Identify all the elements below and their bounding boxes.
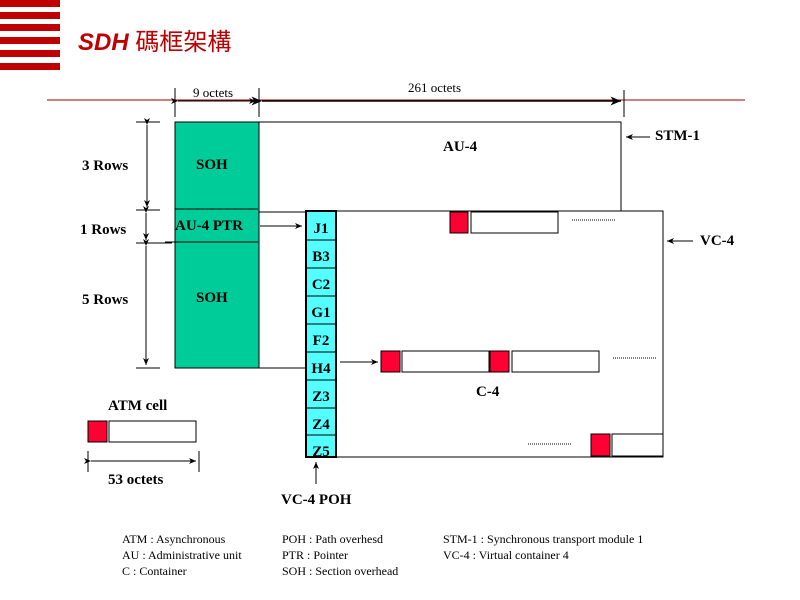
atm-cell-sample-header	[87, 420, 108, 443]
poh-byte-b3: B3	[312, 249, 330, 265]
page-title-zh: 碼框架構	[135, 29, 232, 56]
rows-bottom-label: 5 Rows	[82, 292, 129, 308]
page-title-en: SDH	[78, 29, 129, 56]
atm-cell-header	[489, 350, 510, 373]
atm-cell-header	[380, 350, 401, 373]
atm-cell-header	[449, 211, 469, 234]
legend-item: AU : Administrative unit	[122, 548, 242, 562]
legend-item: STM-1 : Synchronous transport module 1	[443, 532, 644, 546]
brand-stripe	[0, 24, 60, 31]
stm1-label: STM-1	[655, 128, 700, 144]
soh-column	[174, 121, 260, 369]
vc4-poh-label: VC-4 POH	[281, 492, 352, 508]
legend-item: VC-4 : Virtual container 4	[443, 548, 569, 562]
legend-column-2: POH : Path overhesd PTR : Pointer SOH : …	[282, 531, 398, 579]
atm-cell-label: ATM cell	[108, 398, 168, 414]
soh-width-label: 9 octets	[193, 85, 234, 100]
poh-byte-h4: H4	[311, 361, 331, 377]
brand-stripe	[0, 12, 60, 19]
poh-dividers	[306, 239, 336, 436]
au4-outline	[258, 121, 622, 213]
soh-bottom-label: SOH	[196, 290, 228, 306]
legend-item: C : Container	[122, 564, 187, 578]
rows-ptr-label: 1 Rows	[80, 222, 127, 238]
vc4-box	[305, 210, 664, 458]
poh-column	[305, 210, 337, 458]
poh-byte-f2: F2	[312, 333, 330, 349]
payload-width-label: 261 octets	[408, 80, 462, 95]
brand-stripe	[0, 63, 60, 70]
atm-cell-size-label: 53 octets	[108, 472, 164, 488]
au4-ptr-label: AU-4 PTR	[175, 218, 243, 234]
poh-byte-g1: G1	[311, 305, 331, 321]
legend-item: ATM : Asynchronous	[122, 532, 226, 546]
atm-cell-payload	[401, 350, 490, 373]
legend-item: POH : Path overhesd	[282, 532, 383, 546]
poh-byte-c2: C2	[311, 277, 331, 293]
legend-column-3: STM-1 : Synchronous transport module 1 V…	[443, 531, 643, 563]
poh-byte-z4: Z4	[312, 417, 330, 433]
page-title: SDH 碼框架構	[78, 22, 231, 57]
atm-cell-sample-payload	[108, 420, 197, 443]
brand-stripe	[0, 37, 60, 44]
poh-byte-z5: Z5	[312, 444, 330, 460]
soh-top-label: SOH	[196, 157, 228, 173]
poh-byte-z3: Z3	[312, 389, 330, 405]
legend-item: PTR : Pointer	[282, 548, 349, 562]
c4-label: C-4	[476, 384, 500, 400]
legend-column-1: ATM : Asynchronous AU : Administrative u…	[122, 531, 242, 579]
atm-cell-header	[590, 433, 611, 457]
vc4-label: VC-4	[700, 233, 735, 249]
poh-byte-j1: J1	[313, 221, 329, 237]
brand-stripe	[0, 50, 60, 57]
atm-cell-payload	[511, 350, 600, 373]
legend-item: SOH : Section overhead	[282, 564, 399, 578]
rows-top-label: 3 Rows	[82, 158, 129, 174]
atm-cell-payload	[470, 211, 559, 234]
brand-stripe	[0, 0, 60, 7]
au4-label: AU-4	[443, 139, 478, 155]
atm-cell-payload	[611, 433, 664, 457]
